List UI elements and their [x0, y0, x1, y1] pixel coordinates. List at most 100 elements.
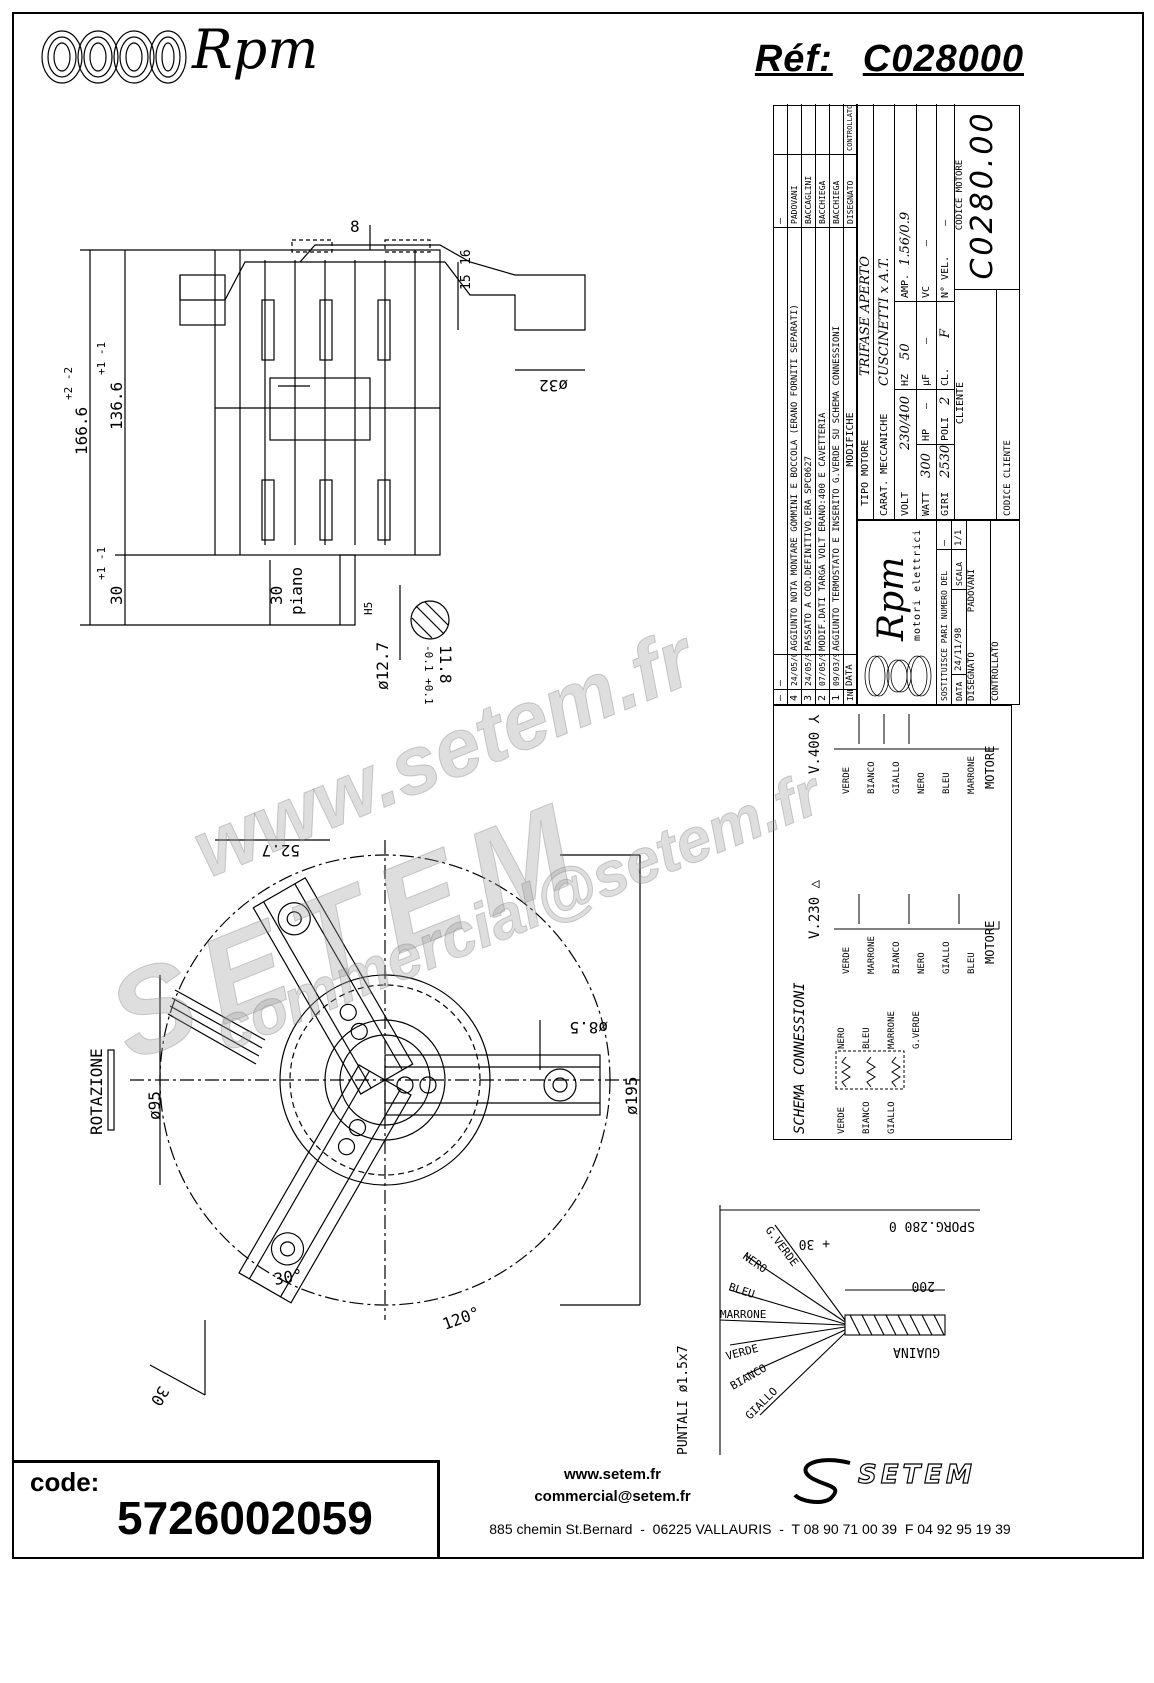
coil-logo-icon [864, 655, 932, 697]
dim-d195: ø195 [622, 1076, 641, 1115]
wire-label: BLEU [942, 772, 952, 794]
rpm-logo-subtitle: motori elettrici [912, 528, 923, 641]
rev-ind: – [774, 689, 788, 704]
wire-label: BIANCO [892, 941, 902, 974]
dim-52-7: 52.7 [261, 841, 300, 860]
date-label: DATA [952, 674, 967, 704]
drawn-label: DISEGNATO [967, 652, 977, 701]
ref-value: C028000 [862, 38, 1024, 80]
giri-label: GIRI [940, 491, 951, 516]
dim-h5: H5 [362, 602, 375, 615]
code-label: code: [30, 1467, 100, 1497]
dim-16: 16 [459, 249, 474, 265]
wire-label: GIALLO [743, 1385, 780, 1422]
motor-type-label: TIPO MOTORE [860, 439, 871, 506]
wire-label: MARRONE [967, 756, 977, 794]
schema-title: SCHEMA CONNESSIONI [792, 982, 808, 1134]
rev-by: BACCHIEGA [816, 154, 830, 227]
rev-header-ind: IND [844, 689, 858, 704]
dim-166-6-tol: +2 -2 [62, 367, 75, 400]
dim-30-plane: 30 [267, 586, 286, 605]
checked-label: CONTROLLATO [991, 519, 1019, 704]
amp-cell: AMP.1.56/0.9 [895, 104, 917, 301]
footer-website[interactable]: www.setem.fr [564, 1466, 661, 1483]
v230-label: V.230 △ [807, 879, 823, 939]
rev-ind: 2 [816, 689, 830, 704]
ref-label: Réf: [754, 38, 833, 80]
rev-desc: AGGIUNTO NOTA MONTARE GOMMINI E BOCCOLA … [788, 227, 802, 654]
client-label: CLIENTE [955, 289, 997, 519]
rev-ind: 4 [788, 689, 802, 704]
rev-date: 07/05/99 [816, 654, 830, 689]
cable-labels: SPORG.280 0 + 30 200 GUAINA PUNTALI ø1.5… [676, 1218, 975, 1455]
rev-by: – [774, 154, 788, 227]
sheath-label: GUAINA [893, 1344, 940, 1359]
wire-label: NERO [740, 1250, 769, 1276]
reference-number: Réf: C028000 [755, 38, 1024, 81]
vc-label: VC [921, 285, 932, 298]
volt-value: 230/400 [898, 396, 913, 451]
nvel-cell: N° VEL.– [937, 104, 955, 301]
cl-label: CL. [940, 367, 951, 386]
wire-label: GIALLO [892, 761, 902, 794]
cl-value: F [938, 328, 953, 338]
dim-136-6-tol: +1 -1 [95, 342, 108, 375]
mech-value: CUSCINETTI x A.T. [876, 257, 892, 386]
hp-cell: HP– [917, 389, 937, 444]
rev-desc [774, 227, 788, 654]
wire-label: VERDE [837, 1107, 847, 1134]
wire-label: VERDE [724, 1342, 759, 1363]
uf-value: – [921, 337, 932, 344]
arm-upper-left [252, 876, 414, 1095]
rev-desc: PASSATO A COD.DEFINITIVO,ERA SPC0627 [802, 227, 816, 654]
dim-11-8-tol: -0.1 +0.1 [422, 645, 435, 705]
motor-type-row: TIPO MOTORE TRIFASE APERTO [858, 104, 874, 519]
rev-checked [774, 104, 788, 154]
footer-address: 885 chemin St.Bernard - 06225 VALLAURIS … [489, 1521, 1011, 1537]
dim-d8-5: ø8.5 [569, 1018, 608, 1037]
wire-label: BIANCO [867, 761, 877, 794]
wire-label: VERDE [842, 767, 852, 794]
side-view-dimensions: 8 166.6 +2 -2 136.6 +1 -1 30 +1 -1 30 pi… [62, 217, 568, 705]
vc-value: – [921, 239, 932, 246]
dim-11-8: 11.8 [436, 645, 455, 684]
dim-d95: ø95 [145, 1091, 164, 1120]
giri-value: 2530 [938, 444, 953, 478]
arm-right [384, 1054, 601, 1116]
dim-30-tol: +1 -1 [95, 547, 108, 580]
brand-logo-text: Rpm [192, 18, 319, 81]
rev-header-by: DISEGNATO [844, 154, 858, 227]
rev-header-date: DATA [844, 654, 858, 689]
date-value: 24/11/98 [952, 589, 967, 674]
code-value: 5726002059 [117, 1492, 373, 1544]
code-box: code: 5726002059 [12, 1460, 440, 1557]
rpm-coil-logo-icon [41, 30, 187, 84]
rev-checked [816, 104, 830, 154]
rev-checked [788, 104, 802, 154]
wire-label: MARRONE [720, 1308, 766, 1321]
rev-checked [830, 104, 844, 154]
hz-label: HZ [900, 373, 911, 386]
client-code-label: CODICE CLIENTE [997, 289, 1019, 519]
giri-cell: GIRI 2530 [937, 444, 955, 519]
poli-value: 2 [938, 396, 953, 405]
dim-15: 15 [459, 274, 474, 290]
motor-label: MOTORE [983, 746, 997, 789]
v400-label: V.400 ⅄ [807, 714, 823, 774]
dim-30: 30 [107, 586, 126, 605]
dim-200: 200 [912, 1278, 935, 1293]
wire-label: VERDE [842, 947, 852, 974]
connection-schema-diagram: SCHEMA CONNESSIONI V.230 △ V.400 ⅄ MOTOR… [792, 714, 1000, 1134]
rev-ind: 1 [830, 689, 844, 704]
footer-email[interactable]: commercial@setem.fr [534, 1488, 691, 1505]
uf-cell: µF– [917, 301, 937, 389]
motor-type-value: TRIFASE APERTO [858, 256, 873, 376]
